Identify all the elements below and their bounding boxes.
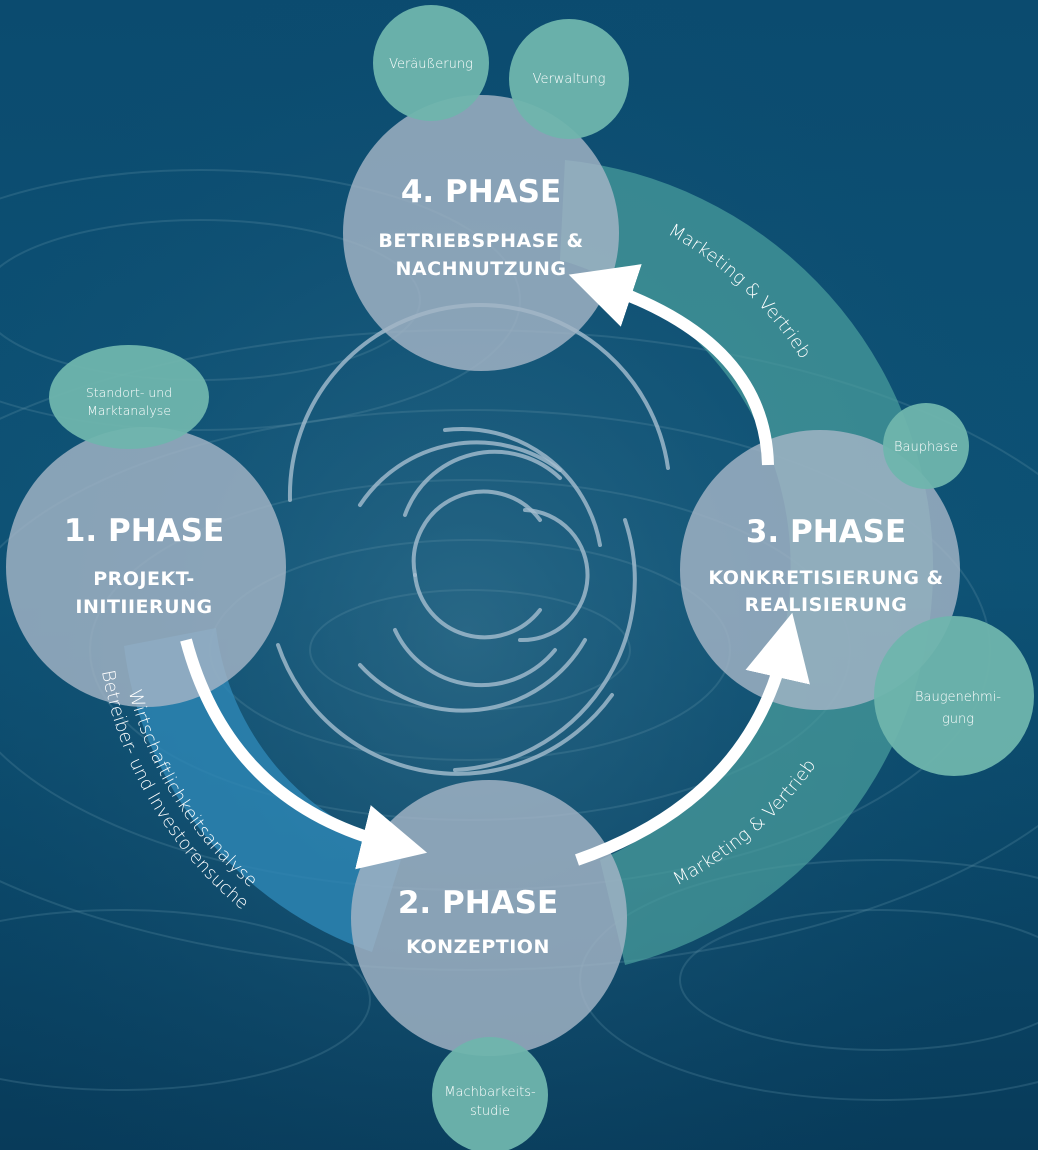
arrow-phase1-to-phase2 [180, 638, 428, 870]
verwaltung-circle[interactable] [509, 19, 629, 139]
phase-1-circle[interactable] [6, 427, 286, 707]
machbarkeit-label-line2: studie [470, 1104, 510, 1119]
arrow-phase2-to-phase3 [575, 612, 810, 866]
phase-1-text: 1. PHASE PROJEKT- INITIIERUNG [64, 513, 224, 618]
machbarkeit-circle[interactable] [432, 1037, 548, 1150]
bauphase-circle[interactable] [883, 403, 969, 489]
blue-outer-band [124, 628, 404, 952]
phase-1-subtitle-line2: INITIIERUNG [75, 596, 212, 618]
phase-1-subtitle-line1: PROJEKT- [93, 568, 195, 590]
baugenehmigung-circle[interactable] [874, 616, 1034, 776]
phase-3-number: 3. PHASE [746, 514, 906, 550]
verwaltung-label: Verwaltung [533, 72, 606, 87]
arrow-phase3-to-phase4 [568, 264, 774, 466]
phase-3-text: 3. PHASE KONKRETISIERUNG & REALISIERUNG [708, 514, 943, 616]
phase-3-subtitle-line2: REALISIERUNG [745, 594, 908, 616]
baugenehmigung-label-line2: gung [942, 712, 974, 727]
veraeusserung-circle[interactable] [373, 5, 489, 121]
phase-4-subtitle-line2: NACHNUTZUNG [396, 258, 567, 280]
phase-1-number: 1. PHASE [64, 513, 224, 549]
standort-label-line2: Marktanalyse [87, 403, 171, 418]
teal-outer-band [560, 160, 934, 965]
phase-4-number: 4. PHASE [401, 174, 561, 210]
phase-2-text: 2. PHASE KONZEPTION [398, 885, 558, 958]
phase-4-circle[interactable] [343, 95, 619, 371]
phase-4-subtitle-line1: BETRIEBSPHASE & [378, 230, 583, 252]
center-spiral [276, 303, 670, 776]
machbarkeit-label-line1: Machbarkeits- [444, 1085, 536, 1100]
standort-label-line1: Standort- und [86, 385, 172, 400]
phase-4-text: 4. PHASE BETRIEBSPHASE & NACHNUTZUNG [378, 174, 583, 280]
standort-circle[interactable] [49, 345, 209, 449]
veraeusserung-label: Veräußerung [389, 57, 473, 72]
phase-2-number: 2. PHASE [398, 885, 558, 921]
cycle-arrows [180, 264, 810, 870]
bauphase-label: Bauphase [894, 440, 958, 455]
baugenehmigung-label-line1: Baugenehmi- [915, 690, 1001, 705]
phase-2-subtitle-line1: KONZEPTION [406, 936, 550, 958]
phase-3-subtitle-line1: KONKRETISIERUNG & [708, 567, 943, 589]
